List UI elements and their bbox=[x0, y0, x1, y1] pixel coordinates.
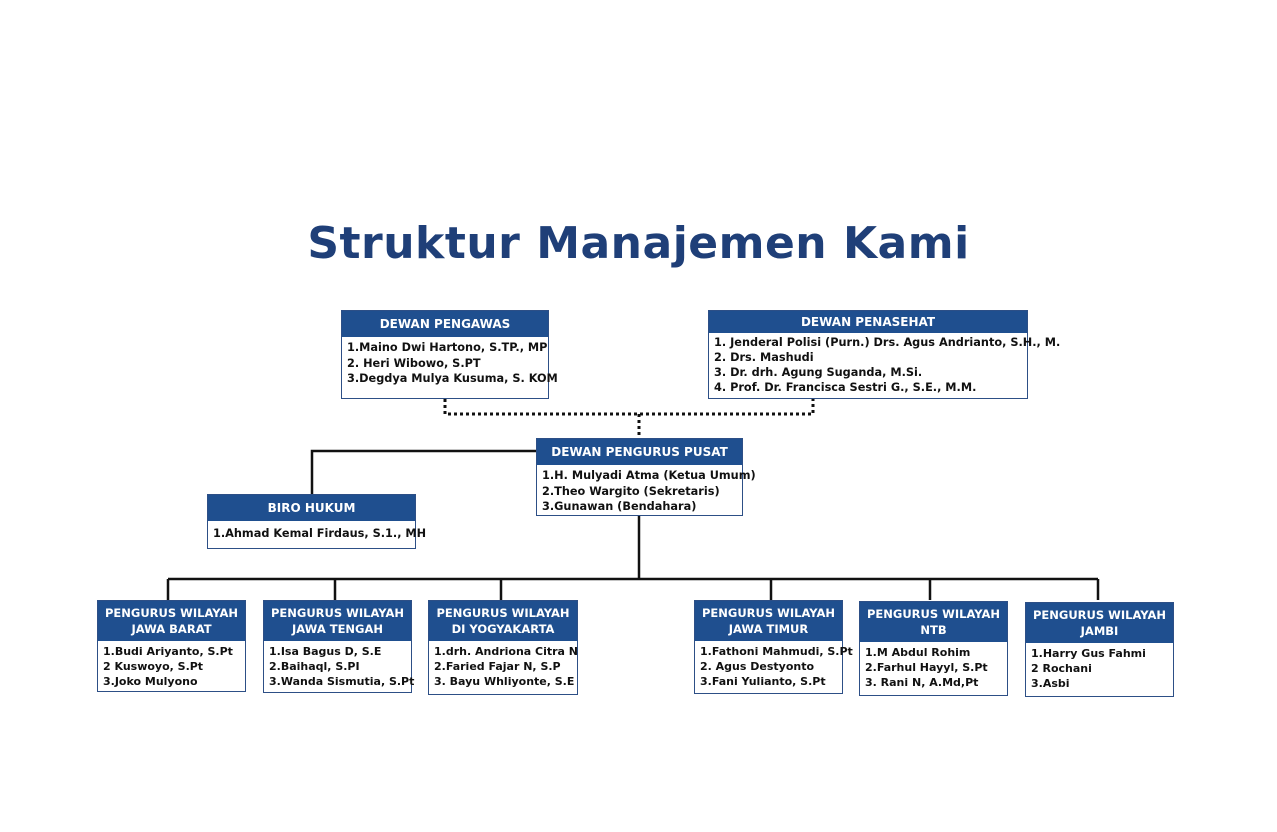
region-title: PENGURUS WILAYAH JAMBI bbox=[1026, 603, 1173, 643]
region-member: 3. Rani N, A.Md,Pt bbox=[865, 676, 979, 689]
region-title-line1: PENGURUS WILAYAH bbox=[866, 607, 1000, 621]
region-box-jawa-tengah: PENGURUS WILAYAH JAWA TENGAH 1.Isa Bagus… bbox=[263, 600, 415, 693]
region-title-line2: DI YOGYAKARTA bbox=[451, 622, 555, 636]
dewan-pengurus-pusat-box: DEWAN PENGURUS PUSAT 1.H. Mulyadi Atma (… bbox=[536, 438, 756, 516]
region-title-line2: JAWA TENGAH bbox=[291, 622, 384, 636]
connector-region-drops bbox=[166, 579, 1100, 600]
region-title-line1: PENGURUS WILAYAH bbox=[436, 606, 570, 620]
region-member: 2.Faried Fajar N, S.P bbox=[434, 660, 561, 673]
region-member: 2 Kuswoyo, S.Pt bbox=[103, 660, 204, 673]
region-box-di-yogyakarta: PENGURUS WILAYAH DI YOGYAKARTA 1.drh. An… bbox=[428, 600, 578, 695]
biro-hukum-box: BIRO HUKUM 1.Ahmad Kemal Firdaus, S.1., … bbox=[207, 494, 427, 549]
region-member: 1.Harry Gus Fahmi bbox=[1031, 647, 1146, 660]
region-member: 1.Fathoni Mahmudi, S.Pt bbox=[700, 645, 853, 658]
region-title-line1: PENGURUS WILAYAH bbox=[701, 606, 835, 620]
dewan-pengurus-pusat-title: DEWAN PENGURUS PUSAT bbox=[537, 439, 742, 465]
region-title-line2: JAWA BARAT bbox=[131, 622, 212, 636]
region-title: PENGURUS WILAYAH JAWA TENGAH bbox=[264, 601, 411, 641]
dewan-pengurus-pusat-member: 3.Gunawan (Bendahara) bbox=[542, 500, 697, 513]
region-title: PENGURUS WILAYAH JAWA TIMUR bbox=[695, 601, 842, 641]
region-title: PENGURUS WILAYAH NTB bbox=[860, 602, 1007, 642]
dewan-penasehat-member: 2. Drs. Mashudi bbox=[714, 351, 814, 364]
region-box-jambi: PENGURUS WILAYAH JAMBI 1.Harry Gus Fahmi… bbox=[1025, 602, 1174, 697]
region-title-line1: PENGURUS WILAYAH bbox=[270, 606, 404, 620]
dewan-pengawas-member: 3.Degdya Mulya Kusuma, S. KOM bbox=[347, 372, 558, 385]
dewan-pengawas-member: 1.Maino Dwi Hartono, S.TP., MP bbox=[347, 341, 548, 354]
region-title-line2: NTB bbox=[920, 623, 947, 637]
dewan-penasehat-member: 1. Jenderal Polisi (Purn.) Drs. Agus And… bbox=[714, 336, 1061, 349]
region-title-line1: PENGURUS WILAYAH bbox=[104, 606, 238, 620]
dewan-pengurus-pusat-member: 2.Theo Wargito (Sekretaris) bbox=[542, 484, 720, 498]
region-box-ntb: PENGURUS WILAYAH NTB 1.M Abdul Rohim 2.F… bbox=[859, 601, 1008, 696]
dewan-pengawas-box: DEWAN PENGAWAS 1.Maino Dwi Hartono, S.TP… bbox=[341, 310, 558, 399]
dewan-penasehat-member: 4. Prof. Dr. Francisca Sestri G., S.E., … bbox=[714, 381, 977, 394]
region-member: 2. Agus Destyonto bbox=[700, 660, 815, 673]
region-title: PENGURUS WILAYAH JAWA BARAT bbox=[98, 601, 245, 641]
region-member: 1.Isa Bagus D, S.E bbox=[269, 645, 382, 658]
dotted-connector-pengawas bbox=[443, 399, 815, 416]
dewan-pengawas-member: 2. Heri Wibowo, S.PT bbox=[347, 356, 481, 370]
region-title: PENGURUS WILAYAH DI YOGYAKARTA bbox=[429, 601, 577, 641]
region-title-line2: JAMBI bbox=[1080, 624, 1119, 638]
region-member: 1.drh. Andriona Citra N bbox=[434, 645, 579, 658]
region-box-jawa-barat: PENGURUS WILAYAH JAWA BARAT 1.Budi Ariya… bbox=[97, 600, 246, 692]
dewan-penasehat-title: DEWAN PENASEHAT bbox=[709, 311, 1027, 333]
dewan-penasehat-box: DEWAN PENASEHAT 1. Jenderal Polisi (Purn… bbox=[708, 310, 1061, 399]
dewan-pengurus-pusat-member: 1.H. Mulyadi Atma (Ketua Umum) bbox=[542, 469, 756, 482]
biro-hukum-title: BIRO HUKUM bbox=[208, 495, 415, 521]
dewan-penasehat-member: 3. Dr. drh. Agung Suganda, M.Si. bbox=[714, 366, 923, 379]
region-title-line1: PENGURUS WILAYAH bbox=[1032, 608, 1166, 622]
region-member: 3.Fani Yulianto, S.Pt bbox=[700, 675, 826, 688]
connector-biro-hukum bbox=[310, 449, 536, 494]
region-member: 1.Budi Ariyanto, S.Pt bbox=[103, 645, 233, 658]
region-member: 2 Rochani bbox=[1031, 662, 1092, 675]
region-member: 1.M Abdul Rohim bbox=[865, 646, 971, 659]
region-member: 2.Farhul Hayyl, S.Pt bbox=[865, 661, 988, 674]
dewan-pengawas-title: DEWAN PENGAWAS bbox=[342, 311, 548, 337]
region-member: 3.Asbi bbox=[1031, 677, 1070, 690]
page-title: Struktur Manajemen Kami bbox=[307, 218, 970, 269]
region-member: 2.Baihaql, S.PI bbox=[269, 660, 360, 673]
region-box-jawa-timur: PENGURUS WILAYAH JAWA TIMUR 1.Fathoni Ma… bbox=[694, 600, 853, 694]
region-member: 3.Wanda Sismutia, S.Pt bbox=[269, 675, 415, 688]
biro-hukum-member: 1.Ahmad Kemal Firdaus, S.1., MH bbox=[213, 527, 427, 540]
region-title-line2: JAWA TIMUR bbox=[728, 622, 809, 636]
region-member: 3.Joko Mulyono bbox=[103, 675, 198, 688]
region-member: 3. Bayu Whliyonte, S.E bbox=[434, 675, 575, 688]
